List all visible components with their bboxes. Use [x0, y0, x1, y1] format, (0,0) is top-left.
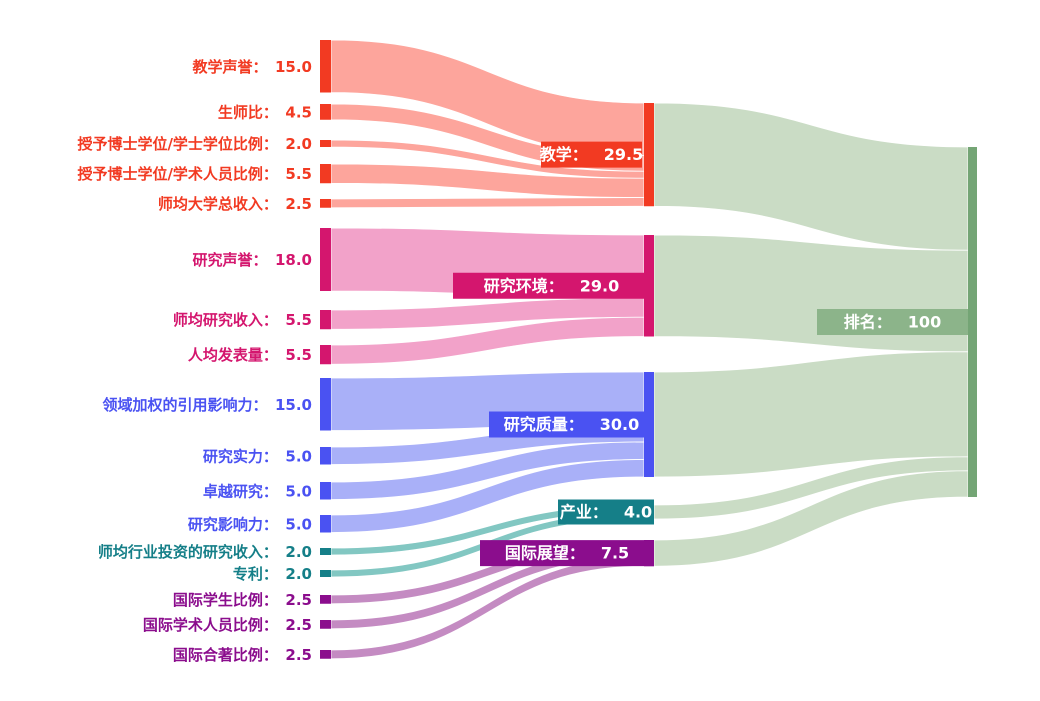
sankey-node-patents[interactable]	[320, 570, 331, 577]
sankey-link-inst_income-teaching[interactable]	[330, 197, 645, 209]
sankey-node-res_infl[interactable]	[320, 515, 331, 533]
node-label-international: 国际展望： 7.5	[505, 544, 629, 563]
node-label-box-research_quality	[489, 411, 654, 438]
sankey-node-intl_staff[interactable]	[320, 620, 331, 629]
sankey-node-rank[interactable]	[968, 147, 977, 497]
node-label-staff_ratio: 生师比： 4.5	[218, 103, 312, 121]
node-label-intl_staff: 国际学术人员比例： 2.5	[143, 616, 312, 634]
node-label-patents: 专利： 2.0	[233, 565, 312, 583]
sankey-node-teach_rep[interactable]	[320, 40, 331, 93]
node-label-inst_income: 师均大学总收入： 2.5	[158, 195, 312, 213]
node-label-research_env: 研究环境： 29.0	[484, 276, 619, 295]
node-label-box-teaching	[541, 141, 642, 168]
sankey-node-ind_income[interactable]	[320, 548, 331, 555]
sankey-node-intl_coauth[interactable]	[320, 650, 331, 659]
sankey-node-teaching[interactable]	[644, 103, 654, 207]
sankey-node-res_prod[interactable]	[320, 345, 331, 365]
node-label-intl_students: 国际学生比例： 2.5	[173, 591, 312, 609]
node-label-box-international	[480, 540, 654, 567]
sankey-node-res_excel[interactable]	[320, 482, 331, 500]
node-label-box-industry	[558, 499, 654, 525]
node-label-rank: 排名： 100	[844, 313, 941, 332]
sankey-node-res_strength[interactable]	[320, 447, 331, 465]
sankey-node-res_rep[interactable]	[320, 228, 331, 291]
sankey-node-staff_ratio[interactable]	[320, 104, 331, 120]
sankey-node-doct_bach[interactable]	[320, 140, 331, 147]
node-label-res_strength: 研究实力： 5.0	[203, 447, 312, 465]
sankey-node-inst_income[interactable]	[320, 199, 331, 208]
node-label-intl_coauth: 国际合著比例： 2.5	[173, 646, 312, 664]
node-label-res_infl: 研究影响力： 5.0	[188, 515, 312, 533]
node-label-doct_staff: 授予博士学位/学术人员比例： 5.5	[77, 165, 312, 183]
node-label-cit_impact: 领域加权的引用影响力： 15.0	[101, 396, 312, 414]
node-label-ind_income: 师均行业投资的研究收入： 2.0	[98, 543, 312, 561]
node-label-industry: 产业： 4.0	[560, 503, 652, 522]
node-label-box-research_env	[453, 272, 650, 299]
node-label-res_prod: 人均发表量： 5.5	[188, 346, 312, 364]
node-label-research_quality: 研究质量： 30.0	[504, 415, 639, 434]
node-label-res_rep: 研究声誉： 18.0	[192, 251, 312, 269]
sankey-node-intl_students[interactable]	[320, 595, 331, 604]
node-label-res_income: 师均研究收入： 5.5	[173, 311, 312, 329]
sankey-link-teaching-rank[interactable]	[653, 102, 969, 251]
sankey-node-doct_staff[interactable]	[320, 164, 331, 184]
node-label-teach_rep: 教学声誉： 15.0	[191, 58, 312, 76]
sankey-node-cit_impact[interactable]	[320, 378, 331, 431]
node-label-box-rank	[817, 309, 968, 335]
sankey-node-res_income[interactable]	[320, 310, 331, 330]
node-label-res_excel: 卓越研究： 5.0	[203, 482, 312, 500]
node-label-teaching: 教学： 29.5	[540, 145, 643, 164]
node-label-doct_bach: 授予博士学位/学士学位比例： 2.0	[77, 135, 312, 153]
